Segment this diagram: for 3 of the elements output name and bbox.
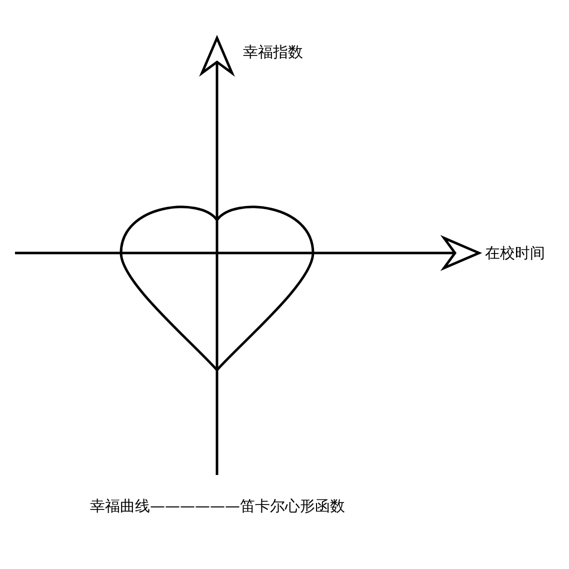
caption: 幸福曲线——————笛卡尔心形函数 — [90, 497, 345, 515]
axis-label: 幸福指数 — [243, 43, 303, 61]
axis-label: 在校时间 — [485, 244, 545, 262]
